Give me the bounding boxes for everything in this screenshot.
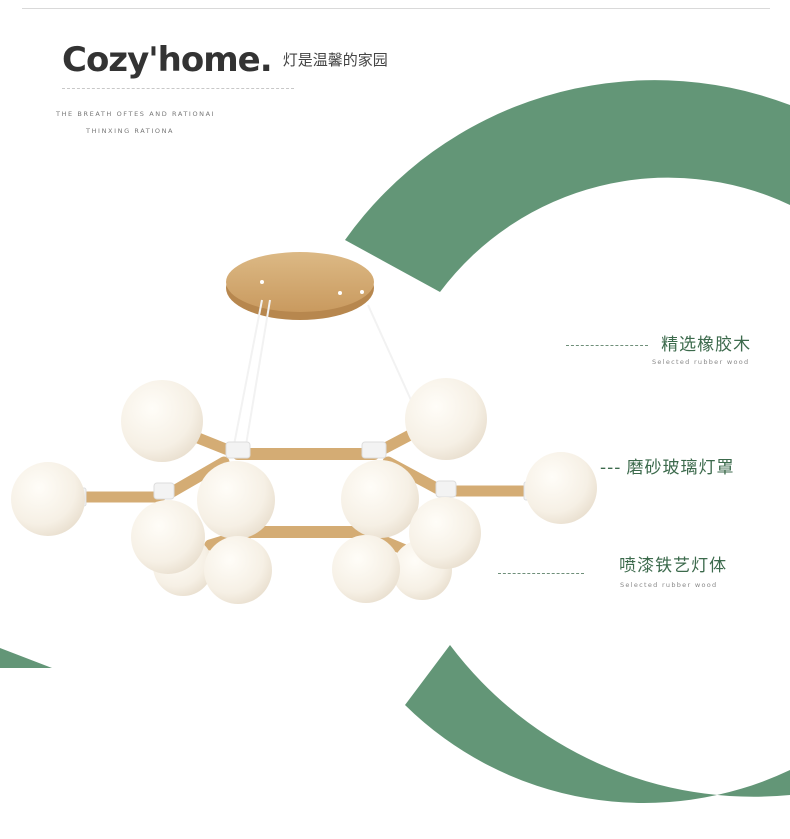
tagline-line-1: THE BREATH OFTES AND RATIONAI <box>56 110 216 118</box>
callout-title: 喷漆铁艺灯体 <box>619 556 728 576</box>
tagline-line-2: THINXING RATIONA <box>86 127 175 135</box>
green-ring-lower <box>405 645 790 804</box>
brand-subtitle: 灯是温馨的家园 <box>282 51 388 69</box>
top-divider <box>22 8 770 9</box>
brand-header: Cozy'home. 灯是温馨的家园 <box>62 40 388 80</box>
brand-logo-text: Cozy'home. <box>62 40 273 80</box>
green-wedge-left <box>0 648 52 668</box>
callout-leader-line <box>566 345 648 346</box>
callout-subtitle: Selected rubber wood <box>620 581 718 589</box>
callout-frosted-glass: --- 磨砂玻璃灯罩 <box>600 453 735 478</box>
callout-title: 磨砂玻璃灯罩 <box>626 458 735 478</box>
callout-subtitle: Selected rubber wood <box>652 358 750 366</box>
brand-underline <box>62 88 294 89</box>
chandelier-product-image <box>11 252 597 604</box>
green-ring-upper <box>345 80 790 293</box>
callout-leader-text: --- <box>600 458 622 478</box>
callout-leader-line <box>498 573 584 574</box>
callout-rubber-wood: 精选橡胶木 Selected rubber wood <box>566 330 752 366</box>
callout-painted-iron: 喷漆铁艺灯体 Selected rubber wood <box>498 551 728 589</box>
callout-title: 精选橡胶木 <box>661 335 752 355</box>
